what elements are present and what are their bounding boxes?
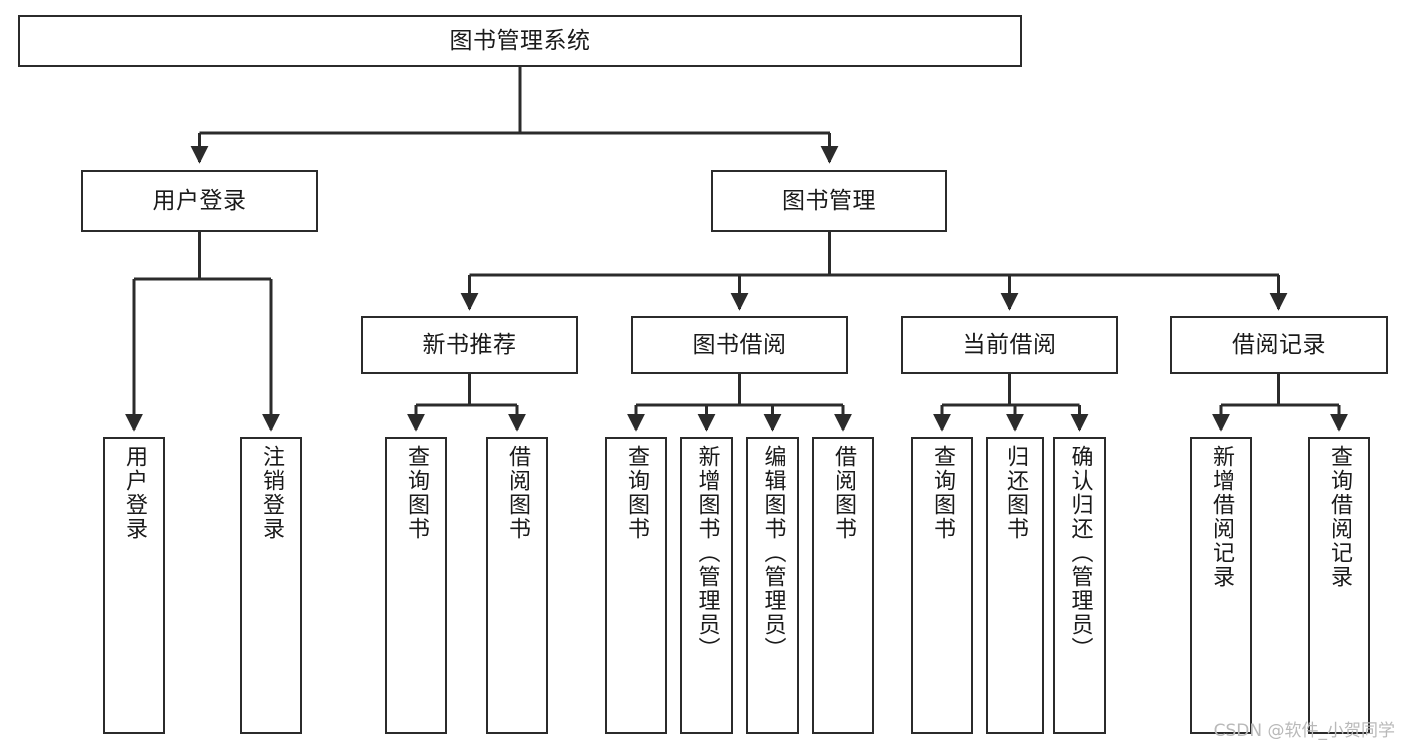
leaf-query-borrow-record[interactable]: 查询借阅记录 (1308, 437, 1370, 734)
node-book-manage[interactable]: 图书管理 (711, 170, 947, 232)
leaf-query-book-current[interactable]: 查询图书 (911, 437, 973, 734)
leaf-add-book-admin[interactable]: 新增图书（管理员） (680, 437, 733, 734)
leaf-query-book-borrow-label: 查询图书 (623, 445, 649, 541)
leaf-query-book-borrow[interactable]: 查询图书 (605, 437, 667, 734)
leaf-query-book-recommend[interactable]: 查询图书 (385, 437, 447, 734)
watermark: CSDN @软件_小贺同学 (1213, 721, 1395, 741)
leaf-add-borrow-record[interactable]: 新增借阅记录 (1190, 437, 1252, 734)
leaf-confirm-return-admin[interactable]: 确认归还（管理员） (1053, 437, 1106, 734)
node-book-borrow-label: 图书借阅 (692, 331, 787, 358)
node-borrow-record-label: 借阅记录 (1232, 331, 1326, 358)
leaf-user-login[interactable]: 用户登录 (103, 437, 165, 734)
node-new-book-recommend[interactable]: 新书推荐 (361, 316, 578, 374)
leaf-borrow-book-recommend-label: 借阅图书 (504, 445, 530, 541)
node-root-label: 图书管理系统 (449, 27, 591, 54)
leaf-add-borrow-record-label: 新增借阅记录 (1208, 445, 1234, 589)
node-book-borrow[interactable]: 图书借阅 (631, 316, 848, 374)
leaf-return-book-label: 归还图书 (1002, 445, 1028, 541)
leaf-add-book-admin-label: 新增图书（管理员） (694, 445, 720, 661)
leaf-query-book-recommend-label: 查询图书 (403, 445, 429, 541)
leaf-edit-book-admin-label: 编辑图书（管理员） (760, 445, 786, 661)
node-new-book-recommend-label: 新书推荐 (422, 331, 517, 358)
leaf-query-book-current-label: 查询图书 (929, 445, 955, 541)
leaf-return-book[interactable]: 归还图书 (986, 437, 1044, 734)
leaf-borrow-book-borrow-label: 借阅图书 (830, 445, 856, 541)
leaf-logout[interactable]: 注销登录 (240, 437, 302, 734)
node-user-login-label: 用户登录 (152, 187, 247, 214)
node-book-manage-label: 图书管理 (782, 187, 876, 214)
leaf-query-borrow-record-label: 查询借阅记录 (1326, 445, 1352, 589)
leaf-confirm-return-admin-label: 确认归还（管理员） (1067, 445, 1093, 661)
leaf-user-login-label: 用户登录 (121, 445, 147, 541)
leaf-borrow-book-recommend[interactable]: 借阅图书 (486, 437, 548, 734)
node-user-login[interactable]: 用户登录 (81, 170, 318, 232)
leaf-borrow-book-borrow[interactable]: 借阅图书 (812, 437, 874, 734)
leaf-logout-label: 注销登录 (258, 445, 284, 541)
node-borrow-record[interactable]: 借阅记录 (1170, 316, 1388, 374)
node-current-borrow-label: 当前借阅 (962, 331, 1057, 358)
node-root[interactable]: 图书管理系统 (18, 15, 1022, 67)
node-current-borrow[interactable]: 当前借阅 (901, 316, 1118, 374)
leaf-edit-book-admin[interactable]: 编辑图书（管理员） (746, 437, 799, 734)
